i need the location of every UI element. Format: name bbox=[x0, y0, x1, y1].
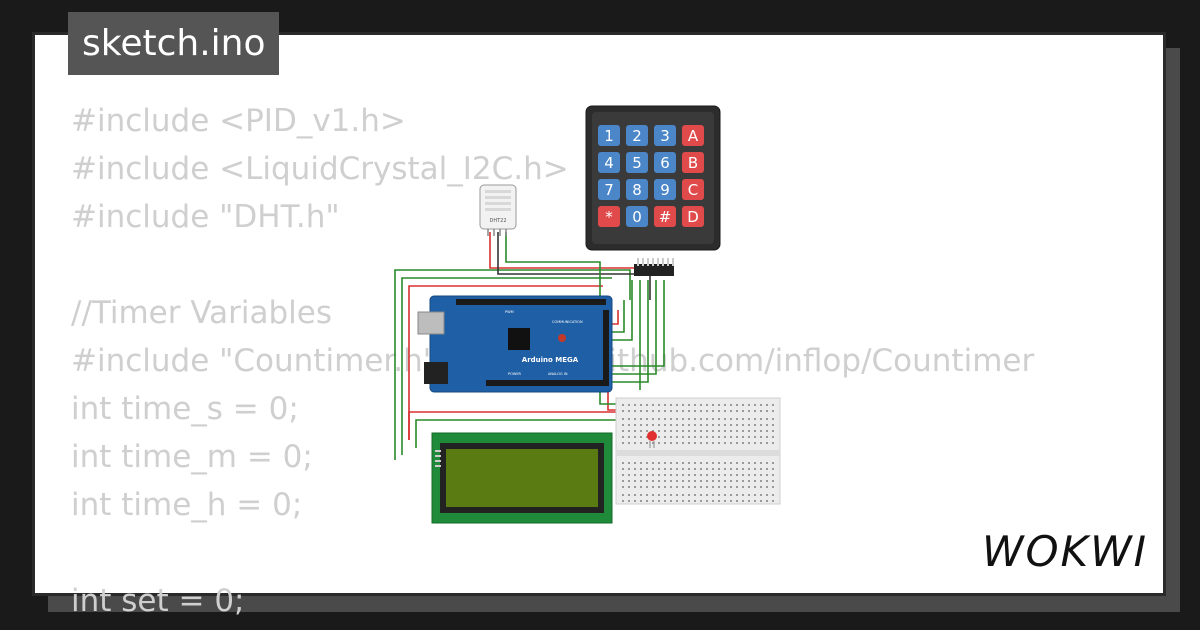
svg-text:1: 1 bbox=[604, 127, 614, 145]
keypad-key-8[interactable]: 8 bbox=[626, 179, 648, 200]
keypad-key-1[interactable]: 1 bbox=[598, 125, 620, 146]
svg-text:A: A bbox=[688, 127, 699, 145]
code-line-3: #include "DHT.h" bbox=[71, 199, 340, 235]
pwm-label: PWM bbox=[505, 310, 514, 314]
keypad-key-C[interactable]: C bbox=[682, 179, 704, 200]
arduino-mega-board[interactable]: Arduino MEGA POWER ANALOG IN COMMUNICATI… bbox=[417, 295, 613, 393]
keypad-key-#[interactable]: # bbox=[654, 206, 676, 227]
analog-label: ANALOG IN bbox=[548, 372, 568, 376]
breadboard[interactable] bbox=[615, 397, 781, 505]
lcd-2004-i2c[interactable] bbox=[431, 432, 613, 524]
reset-button[interactable] bbox=[558, 334, 566, 342]
svg-text:C: C bbox=[688, 181, 698, 199]
svg-text:7: 7 bbox=[604, 181, 614, 199]
svg-text:#: # bbox=[659, 208, 672, 226]
keypad-key-5[interactable]: 5 bbox=[626, 152, 648, 173]
svg-text:4: 4 bbox=[604, 154, 614, 172]
code-line-7: int time_s = 0; bbox=[71, 391, 299, 427]
code-line-1: #include <PID_v1.h> bbox=[71, 103, 406, 139]
keypad-key-2[interactable]: 2 bbox=[626, 125, 648, 146]
keypad-key-0[interactable]: 0 bbox=[626, 206, 648, 227]
code-line-9: int time_h = 0; bbox=[71, 487, 303, 523]
svg-text:2: 2 bbox=[632, 127, 642, 145]
keypad-key-4[interactable]: 4 bbox=[598, 152, 620, 173]
dht22-label: DHT22 bbox=[489, 218, 506, 224]
keypad-key-3[interactable]: 3 bbox=[654, 125, 676, 146]
lcd-screen bbox=[446, 449, 598, 507]
keypad-key-*[interactable]: * bbox=[598, 206, 620, 227]
keypad-key-9[interactable]: 9 bbox=[654, 179, 676, 200]
svg-text:3: 3 bbox=[660, 127, 670, 145]
code-line-8: int time_m = 0; bbox=[71, 439, 313, 475]
svg-text:9: 9 bbox=[660, 181, 670, 199]
svg-text:5: 5 bbox=[632, 154, 642, 172]
board-label: Arduino MEGA bbox=[522, 356, 579, 364]
svg-text:6: 6 bbox=[660, 154, 670, 172]
svg-text:B: B bbox=[688, 154, 698, 172]
code-line-5: //Timer Variables bbox=[71, 295, 333, 331]
breadboard-holes bbox=[622, 404, 774, 502]
svg-text:8: 8 bbox=[632, 181, 642, 199]
mcu-chip bbox=[508, 328, 530, 350]
sketch-filename-tab: sketch.ino bbox=[68, 12, 280, 75]
keypad-key-6[interactable]: 6 bbox=[654, 152, 676, 173]
led-red[interactable] bbox=[647, 431, 657, 448]
usb-port bbox=[417, 311, 445, 335]
svg-text:D: D bbox=[687, 208, 699, 226]
svg-text:0: 0 bbox=[632, 208, 642, 226]
keypad-key-B[interactable]: B bbox=[682, 152, 704, 173]
keypad-key-A[interactable]: A bbox=[682, 125, 704, 146]
svg-text:*: * bbox=[605, 208, 613, 226]
dht22-sensor[interactable]: DHT22 bbox=[479, 184, 517, 236]
power-jack bbox=[424, 362, 448, 384]
communication-label: COMMUNICATION bbox=[552, 320, 583, 324]
keypad-key-7[interactable]: 7 bbox=[598, 179, 620, 200]
power-label: POWER bbox=[508, 372, 522, 376]
code-line-11: int set = 0; bbox=[71, 583, 245, 619]
keypad-key-D[interactable]: D bbox=[682, 206, 704, 227]
wokwi-logo: WOKWI bbox=[981, 527, 1148, 576]
code-line-2: #include <LiquidCrystal_I2C.h> bbox=[71, 151, 569, 187]
